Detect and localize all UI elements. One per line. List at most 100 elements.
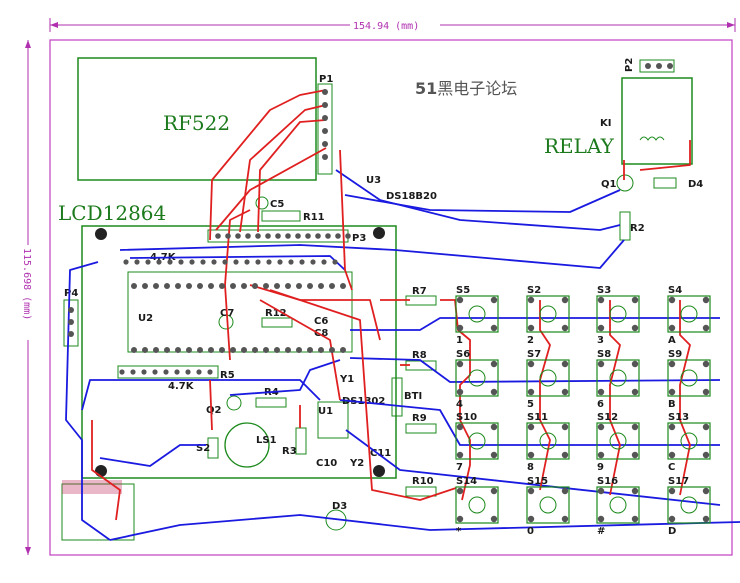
switch-ref: S4 (668, 285, 682, 296)
p3-label: P3 (352, 233, 366, 244)
u1-outline (317, 401, 349, 439)
switch-key: 6 (597, 399, 604, 410)
r12-label: R12 (265, 308, 287, 319)
c7-body (218, 314, 234, 330)
switch-key: 4 (456, 399, 463, 410)
board-outline (49, 39, 733, 556)
keypad-switch: S8 6 (596, 349, 640, 410)
r9-body (405, 423, 437, 434)
d4-label: D4 (688, 179, 703, 190)
r2-label: R2 (630, 223, 645, 234)
copper-traces (65, 63, 740, 541)
switch-key: A (668, 335, 676, 346)
switch-key: B (668, 399, 676, 410)
r7-body (405, 295, 437, 306)
p1-label: P1 (319, 74, 333, 85)
r11-label: R11 (303, 212, 325, 223)
switch-key: 0 (527, 526, 534, 537)
lcd-outline (81, 225, 397, 479)
dimension-left: 115.698 (mm) (21, 40, 36, 555)
r7-label: R7 (412, 286, 427, 297)
keypad-switch: S9B (667, 349, 711, 410)
c11-label: C11 (370, 448, 391, 459)
r2-body (619, 211, 631, 241)
ds18b20-label: DS18B20 (386, 191, 437, 202)
switch-ref: S6 (456, 349, 470, 360)
switch-ref: S2 (527, 285, 541, 296)
p2-header (639, 59, 675, 73)
res-net-bottom-label: 4.7K (168, 381, 195, 392)
switch-key: * (456, 526, 462, 537)
switch-key: 2 (527, 335, 534, 346)
switch-ref: S11 (527, 412, 548, 423)
ki-label: KI (600, 118, 611, 129)
switch-key: # (597, 526, 605, 537)
r3-body (295, 427, 307, 455)
r11-body (261, 210, 301, 222)
y1-label: Y1 (339, 374, 354, 385)
u2-label: U2 (138, 313, 153, 324)
switch-ref: S15 (527, 476, 548, 487)
r9-label: R9 (412, 413, 427, 424)
keypad-switch: S11 8 (526, 412, 570, 473)
relay-label: RELAY (544, 134, 615, 158)
keypad-switch: S5 1 (455, 285, 499, 346)
switch-ref: S5 (456, 285, 470, 296)
mount-hole (373, 465, 385, 477)
power-jack (61, 483, 135, 541)
r10-label: R10 (412, 476, 434, 487)
mount-hole (95, 228, 107, 240)
q1-body (616, 174, 634, 192)
d4-body (653, 177, 677, 189)
switch-ref: S8 (597, 349, 611, 360)
r4-body (255, 397, 287, 408)
res-net-bottom (117, 365, 219, 379)
r3-label: R3 (282, 446, 297, 457)
ls1-label: LS1 (256, 435, 277, 446)
switch-ref: S12 (597, 412, 618, 423)
bt1-label: BTI (404, 391, 422, 402)
width-label: 154.94 (mm) (353, 21, 419, 32)
switch-ref: S17 (668, 476, 689, 487)
switch-key: 1 (456, 335, 463, 346)
keypad-switch: S15 0 (526, 476, 570, 537)
brand-prefix: 51 (415, 79, 437, 98)
u3-label: U3 (366, 175, 381, 186)
keypad-switch: S14 * (455, 476, 499, 537)
rf-module-label: RF522 (163, 111, 230, 135)
q2-label: Q2 (206, 405, 222, 416)
keypad-switch: S75 (526, 349, 570, 410)
bt1-body (391, 377, 403, 417)
rf-module-outline (77, 57, 317, 181)
s2-left-label: S2 (196, 443, 210, 454)
u1-label: U1 (318, 406, 333, 417)
u2-outline (127, 271, 353, 353)
switch-key: C (668, 462, 675, 473)
lcd-label: LCD12864 (58, 201, 166, 225)
keypad-switch: S2 2 (526, 285, 570, 346)
d3-label: D3 (332, 501, 347, 512)
switch-ref: S14 (456, 476, 477, 487)
keypad-switch: S16# (596, 476, 640, 537)
switch-key: D (668, 526, 676, 537)
q1-label: Q1 (601, 179, 617, 190)
switch-ref: S13 (668, 412, 689, 423)
s2-left-body (207, 437, 219, 459)
keypad-switch: S6 4 (455, 349, 499, 410)
keypad: S51S22S33S4AS64S75S86S9BS107S118S129S13C… (455, 285, 711, 537)
svg-text:51黑电子论坛: 51黑电子论坛 (415, 79, 517, 98)
r10-body (405, 486, 437, 497)
c5-body (255, 196, 269, 210)
keypad-switch: S4A (667, 285, 711, 346)
c6-label: C6 (314, 316, 328, 327)
keypad-switch: S33 (596, 285, 640, 346)
c5-label: C5 (270, 199, 284, 210)
switch-ref: S3 (597, 285, 611, 296)
switch-key: 7 (456, 462, 463, 473)
dimension-top: 154.94 (mm) (49, 18, 736, 32)
r5-label: R5 (220, 370, 235, 381)
switch-key: 8 (527, 462, 534, 473)
